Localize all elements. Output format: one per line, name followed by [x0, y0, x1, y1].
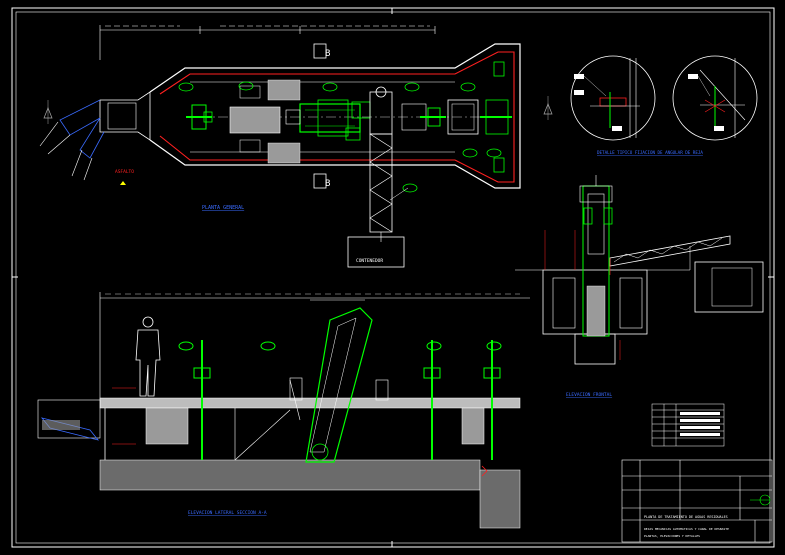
title-block: [621, 459, 773, 543]
detail-view: DETALLE TIPICO FIJACION DE ANGULAR DE RE…: [570, 55, 758, 155]
title-block-line1: REJAS MECANICAS AUTOMATICAS Y CANAL DE D…: [644, 527, 729, 531]
title-elevacion-frontal: ELEVACION FRONTAL: [566, 392, 612, 398]
legend-table: [651, 403, 725, 447]
title-block-project: PLANTA DE TRATAMIENTO DE AGUAS RESIDUALE…: [644, 515, 728, 519]
section-mark-b-bottom: B: [325, 179, 330, 189]
asfalto-label: ASFALTO: [115, 169, 134, 175]
container-box: [347, 236, 405, 268]
title-detalle: DETALLE TIPICO FIJACION DE ANGULAR DE RE…: [597, 150, 703, 155]
contenedor-label: CONTENEDOR: [356, 258, 383, 264]
front-elevation: ELEVACION FRONTAL: [515, 175, 764, 398]
plan-view: B B ASFALTO CONTENEDOR PLANTA GENERAL: [39, 25, 553, 268]
title-planta-general: PLANTA GENERAL: [202, 205, 244, 211]
title-block-line2: PLANTAS, ELEVACIONES Y DETALLES: [644, 534, 700, 538]
side-elevation: ELEVACION LATERAL SECCION A-A: [37, 292, 530, 529]
title-elevacion-lateral: ELEVACION LATERAL SECCION A-A: [188, 510, 267, 516]
section-mark-b-top: B: [325, 49, 330, 59]
